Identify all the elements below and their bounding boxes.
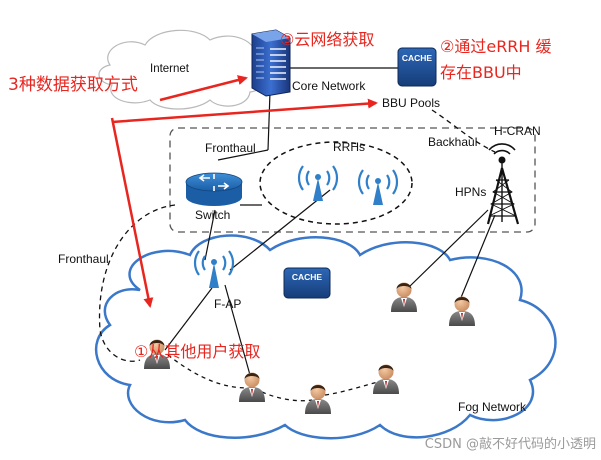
f-ap-antenna-icon	[193, 250, 235, 288]
errh-annotation-line1: ②通过eRRH 缓	[440, 37, 552, 56]
annotation-arrows	[110, 75, 378, 308]
rrhs-boundary	[259, 141, 413, 225]
fog-cache-icon: CACHE	[283, 267, 331, 299]
internet-cloud	[98, 29, 267, 110]
switch-label: Switch	[195, 208, 230, 222]
internet-label: Internet	[150, 63, 190, 75]
fronthaul-top-label: Fronthaul	[205, 141, 256, 155]
bbu-cache-label: CACHE	[402, 53, 433, 63]
user-fetch-annotation: ①从其他用户获取	[134, 342, 260, 361]
bbu-pools-label: BBU Pools	[382, 96, 440, 110]
fog-cache-label: CACHE	[292, 272, 323, 282]
hpns-label: HPNs	[455, 185, 486, 199]
user-icon	[373, 364, 399, 394]
errh-number: ②	[440, 37, 454, 56]
three-methods-annotation: 3种数据获取方式	[8, 75, 138, 95]
user-fetch-text: 从其他用户获取	[148, 342, 260, 361]
switch-icon	[185, 172, 243, 206]
cloud-fetch-annotation: ③云网络获取	[280, 30, 374, 49]
user-icon	[144, 339, 170, 369]
core-network-server-icon	[251, 29, 291, 97]
fog-network-label: Fog Network	[458, 400, 527, 414]
rrh-antenna-icon	[297, 165, 339, 201]
user-icon	[391, 282, 417, 312]
arrow-to-fog-users	[110, 117, 154, 308]
backhaul-label: Backhaul	[428, 135, 477, 149]
user-icon	[305, 384, 331, 414]
network-links	[164, 67, 496, 376]
f-ap-label: F-AP	[214, 297, 241, 311]
cloud-fetch-number: ③	[280, 30, 294, 49]
backhaul-link	[431, 109, 496, 153]
arrow-to-core-network	[159, 75, 248, 102]
rrhs-label: RRHs	[333, 140, 365, 154]
user-icon	[449, 296, 475, 326]
core-network-label: Core Network	[292, 79, 366, 93]
bbu-cache-icon: CACHE	[397, 47, 437, 87]
csdn-watermark: CSDN @敲不好代码的小透明	[425, 436, 596, 452]
rrh-antenna-icon	[357, 169, 399, 205]
d2d-links	[167, 354, 379, 402]
arrow-to-bbu-pools	[111, 98, 378, 124]
h-cran-label: H-CRAN	[494, 124, 541, 138]
user-icon	[239, 372, 265, 402]
hpn-tower-icon	[486, 143, 520, 225]
fronthaul-left-label: Fronthaul	[58, 252, 109, 266]
fronthaul-left-link	[98, 204, 176, 362]
errh-annotation-line2: 存在BBU中	[440, 63, 522, 82]
cloud-fetch-text: 云网络获取	[294, 30, 374, 49]
h-cran-boundary	[169, 127, 536, 233]
user-fetch-number: ①	[134, 342, 148, 361]
errh-text: 通过eRRH 缓	[454, 37, 551, 56]
